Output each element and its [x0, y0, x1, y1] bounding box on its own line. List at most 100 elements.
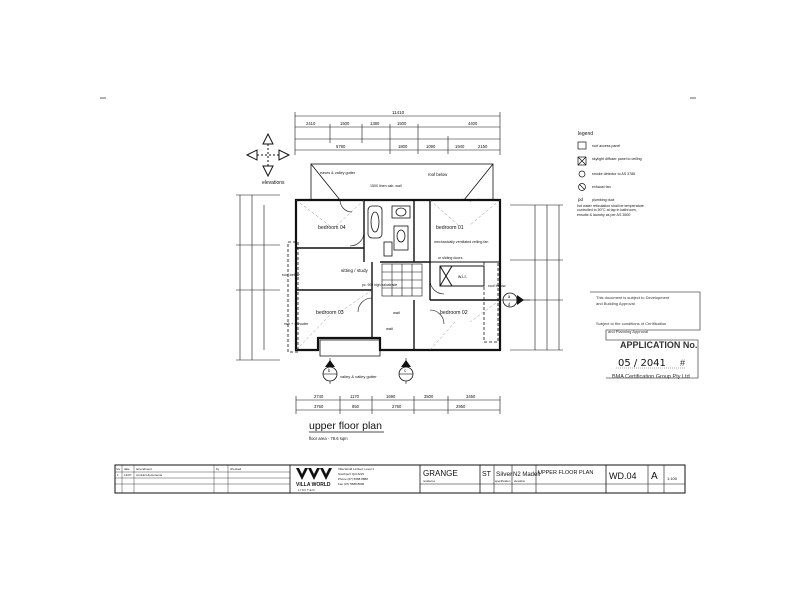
note-roof-below-right: roof below	[488, 284, 506, 288]
stamp-certifier: BMA Certification Group Pty Ltd	[612, 374, 690, 380]
company-sub: L I M I T E D	[298, 488, 315, 492]
note-gutter-bottom: valley & valley gutter	[340, 374, 377, 379]
dim-bottom-1-1: 1170	[350, 394, 360, 399]
note-linen: 1500 linen cab. wall	[370, 184, 402, 188]
section-label-right-top: a	[508, 294, 511, 299]
dim-top-1-3: 1500	[397, 121, 407, 126]
legend-item-label-3: exhaust fan	[592, 185, 611, 189]
section-marker-right	[500, 292, 530, 308]
top-dimension-lines	[294, 112, 501, 155]
project-label: residence	[423, 479, 436, 483]
roof-access-panel-icon	[577, 141, 587, 150]
room-label-bedroom-03: bedroom 03	[316, 310, 344, 316]
legend-title: legend	[578, 131, 593, 137]
bedroom-diagonals	[295, 199, 501, 351]
room-label-bedroom-01: bedroom 01	[436, 225, 464, 231]
revision-letter: A	[651, 471, 658, 482]
stamp-line-2: and Building Approval	[596, 301, 635, 306]
villa-world-logo	[296, 468, 332, 480]
model-label: elevation	[514, 479, 526, 483]
note-roof-below-top: roof below	[428, 172, 448, 177]
dim-bottom-1-2: 1690	[386, 394, 396, 399]
company-address-2: Southport Qld 4215	[338, 472, 364, 476]
dim-top-overall: 11410	[392, 110, 405, 115]
legend-item-label-0: roof access panel	[592, 144, 620, 148]
dim-top-2-3: 1940	[455, 144, 465, 149]
rev-header-2: amendment	[136, 467, 152, 471]
room-label-bedroom-04: bedroom 04	[318, 225, 346, 231]
rev-cell-0: 1	[117, 473, 119, 477]
note-stair: pc. 900 high balustrade	[362, 283, 397, 287]
stamp-app-label: APPLICATION No.	[620, 340, 697, 350]
dim-top-1-4: 4400	[468, 121, 478, 126]
rev-header-0: rev	[116, 467, 121, 471]
legend-symbols: pd	[577, 141, 587, 202]
project-name: GRANGE	[423, 469, 458, 478]
legend-hot-water-note: hot water reticulation shall be temperat…	[577, 204, 644, 217]
left-dimension-lines	[236, 194, 280, 361]
note-skylight: or sliding doors	[438, 256, 463, 260]
company-name: VILLA WORLD	[296, 482, 331, 488]
dim-top-1-2: 1380	[370, 121, 380, 126]
dim-bottom-2-3: 2950	[456, 404, 466, 409]
legend-item-label-4: plumbing duct	[592, 198, 614, 202]
dim-bottom-2-1: 850	[352, 404, 360, 409]
model-name: N2 Madell	[513, 472, 540, 478]
dim-top-2-2: 1090	[426, 144, 436, 149]
room-label-wall-2: wall	[386, 326, 393, 331]
range-name: Silver	[496, 471, 513, 478]
room-label-wir: w.i.r.	[458, 274, 467, 279]
rev-header-3: by	[216, 467, 220, 471]
drawing-scale: 1:100	[667, 476, 678, 481]
series-code: ST	[482, 471, 492, 478]
note-mech: mechanically ventilated ceiling fan	[434, 240, 488, 244]
note-roof-below-left: roof below	[282, 273, 300, 277]
dim-bottom-1-4: 3450	[466, 394, 476, 399]
smoke-detector-icon	[578, 170, 586, 178]
elevations-label: elevations	[262, 180, 285, 186]
room-label-sitting: sitting / study	[341, 268, 369, 273]
plumbing-duct-icon: pd	[578, 197, 584, 202]
exhaust-fan-icon	[578, 183, 586, 191]
drawing-number: WD.04	[609, 471, 637, 481]
note-gutter-top: eaves & valley gutter	[320, 171, 356, 175]
wir-room	[439, 265, 485, 287]
section-label-c: c	[404, 368, 406, 373]
dim-top-2-0: 5780	[336, 144, 346, 149]
skylight-icon	[577, 156, 587, 166]
stamp-app-number: 05 / 2041	[618, 358, 666, 369]
dim-top-1-1: 1500	[340, 121, 350, 126]
section-marker-c	[398, 358, 414, 384]
dim-top-2-4: 2150	[478, 144, 488, 149]
company-address-3: Phone (07) 5588 8888	[338, 477, 368, 481]
rev-cell-2: contract documents	[136, 473, 163, 477]
legend-item-label-1: skylight diffuser panel to ceiling	[592, 157, 642, 161]
room-label-bedroom-02: bedroom 02	[440, 310, 468, 316]
dim-bottom-2-0: 3760	[314, 404, 324, 409]
stamp-line-4: and Planning Approval	[608, 329, 648, 334]
rev-cell-1: 12/07	[124, 473, 132, 477]
dim-bottom-2-2: 2760	[392, 404, 402, 409]
plan-title: upper floor plan	[309, 420, 382, 432]
right-dimension-lines	[510, 204, 563, 351]
approval-stamp	[590, 291, 701, 379]
section-label-b: b	[328, 368, 331, 373]
dim-bottom-1-3: 3500	[424, 394, 434, 399]
stamp-app-hash: #	[680, 358, 685, 368]
floor-plan-walls	[294, 198, 502, 352]
rev-header-4: checked	[230, 467, 242, 471]
staircase	[381, 263, 423, 297]
section-label-right-bottom: d	[508, 302, 511, 307]
section-marker-b	[322, 358, 338, 384]
plan-subtitle: floor area - 78.6 sqm	[309, 436, 348, 441]
dim-top-1-0: 2410	[306, 121, 316, 126]
legend-item-label-2: smoke detector to AS 3786	[592, 172, 635, 176]
room-label-wall-1: wall	[393, 310, 400, 315]
dim-top-2-1: 1800	[398, 144, 408, 149]
stamp-line-1: This document is subject to Development	[596, 295, 670, 300]
company-address-1: Villa World Limited, Level 1	[338, 467, 374, 471]
stamp-line-3: Subject to the conditions of Certificati…	[596, 321, 666, 326]
rev-header-1: date	[124, 467, 130, 471]
bottom-dimension-lines	[295, 396, 501, 414]
